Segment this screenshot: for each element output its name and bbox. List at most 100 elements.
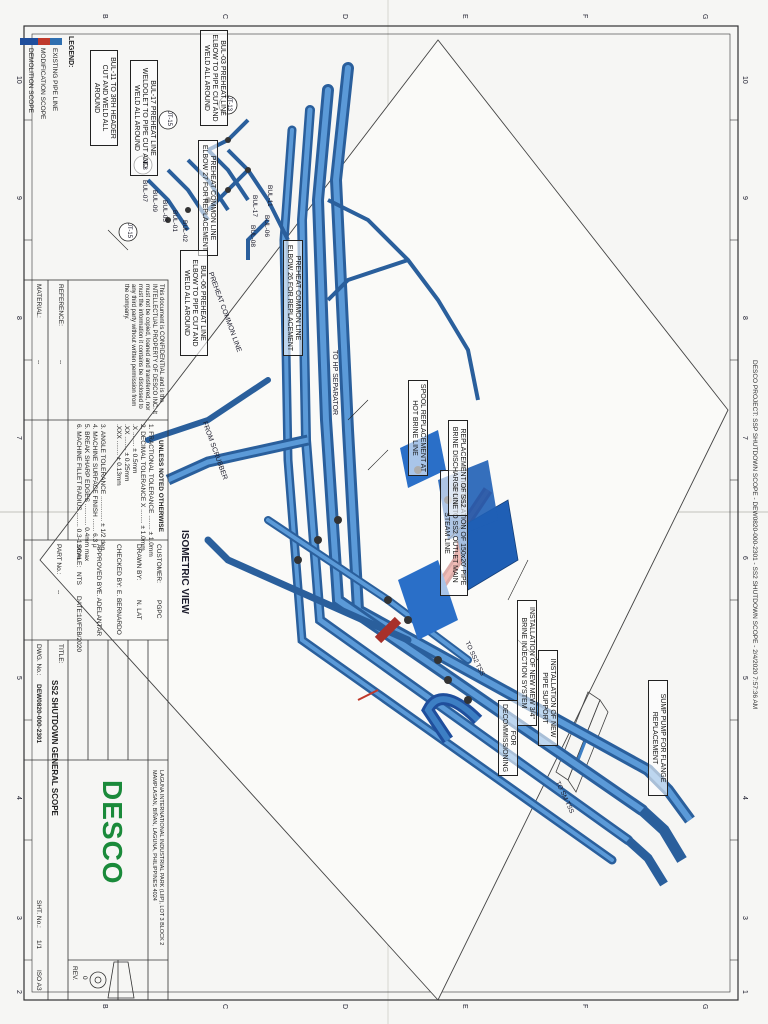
border-number: 8 [15,316,22,320]
preheat-common-line [246,198,480,401]
decommission-loop [421,693,483,744]
tolerance-title: UNLESS NOTED OTHERWISE [157,440,164,532]
border-letter: D [341,14,348,20]
checked-value: E. BERNARDO [115,590,122,635]
customer-value: PGPC [155,600,162,619]
note-preheat-elbow27: PREHEAT COMMON LINE ELBOW 27 FOR REPLACE… [198,140,218,256]
approved-value: E. ADELANTAR [95,590,102,637]
scale-value: NTS [75,572,82,585]
tolerance-line: .XX ........ ± 0.25mm [123,424,130,482]
border-number: 2 [15,990,22,994]
border-letter: D [341,1004,348,1010]
border-number: 5 [15,676,22,680]
legend-label-modification: MODIFICATION SCOPE [39,48,46,120]
manifold-valves [165,137,251,223]
note-bul11: BUL-11 TO 3RH HEADER CUT AND WELD ALL AR… [90,50,118,146]
ground-slab [39,39,729,1001]
border-number: 7 [741,436,748,440]
company-logo: DESCO [97,780,128,885]
border-letter: B [101,1004,108,1009]
tolerance-line: 5. BREAK SHARP EDGES ............ 0.4mm … [83,424,90,562]
tolerance-line: .XXX ........ ± 0.13mm [115,424,122,486]
rev-label: REV. [71,966,78,981]
note-decommissioning: FOR DECOMMISSIONING [498,700,518,776]
note-sump-pump: SUMP PUMP FOR FLANGE REPLACEMENT [648,680,668,796]
border-letter: E [461,14,468,19]
border-number: 3 [741,916,748,920]
border-number: 10 [15,76,22,84]
size-value: ISO A3 [35,970,42,991]
border-letter: G [701,1004,708,1010]
well-label: BUL-02 [181,220,188,243]
border-letter: C [221,14,228,20]
border-number: 8 [741,316,748,320]
border-number: 6 [15,556,22,560]
well-label: BUL-09 [151,190,158,213]
border-number: 4 [741,796,748,800]
approved-label: APPROVED BY: [95,544,102,593]
tolerance-line: 6. MACHINE FILLET RADIUS ........ 0.3-1.… [75,424,82,560]
border-number: 5 [741,676,748,680]
title-block-frame [23,279,169,1001]
border-letter: C [221,1004,228,1010]
well-label: BUL-17 [251,195,258,218]
checked-label: CHECKED BY: [115,544,122,588]
view-title: ISOMETRIC VIEW [179,530,190,614]
material-value: -- [35,360,42,365]
title-label: TITLE: [57,644,64,664]
material-label: MATERIAL: [35,284,42,318]
well-label: BUL-11 [266,185,273,207]
balloon-label: JT-13 [226,96,232,112]
tolerance-line: 2. DECIMAL TOLERANCE X ........ ± 1.0mm [139,424,146,551]
border-letter: B [101,14,108,19]
tolerance-line: .X ........ ± 0.5mm [131,424,138,474]
reference-value: -- [57,360,64,365]
drawn-label: DRAWN BY: [135,544,142,581]
legend-swatch-demolition [20,38,38,45]
company-address: LAGUNA INTERNATIONAL INDUSTRIAL PARK (LI… [151,770,165,946]
well-label: BUL-06 [263,215,270,238]
well-label: BUL-07 [141,180,148,203]
note-bul03: BUL-03 PREHEAT LINE ELBOW TO PIPE CUT AN… [200,30,228,126]
border-number: 6 [741,556,748,560]
rev-value: 0 [81,976,88,980]
border-letter: F [581,14,588,19]
border-number: 4 [15,796,22,800]
well-label: BUL-08 [249,225,256,248]
date-value: 10/FEB/2020 [75,614,82,652]
confidential-notice: This document is CONFIDENTIAL and is the… [123,284,164,414]
border-letter: E [461,1004,468,1009]
tolerance-line: 1. FRACTIONAL TOLERANCE ........ ± 1.0mm [147,424,154,557]
border-number: 9 [741,196,748,200]
legend-label-existing: EXISTING PIPE LINE [51,48,58,112]
sht-value: 1/1 [35,940,42,950]
border-number: 10 [741,76,748,84]
dwg-label: DWG. No.: [35,644,42,676]
note-install-mew: INSTALLATION OF NEW MEW 3/4" BRINE INJEC… [517,600,537,726]
legend-label-demolition: DEMOLITION SCOPE [27,48,34,114]
sht-label: SHT. No.: [35,900,42,928]
projection-symbol [89,961,135,999]
note-install-support: INSTALLATION OF NEW PIPE SUPPORT [538,650,558,746]
note-replace-ss2: REPLACEMENT OF SS2 BRINE DISCHARGE LINE [448,420,468,516]
border-letter: F [581,1004,588,1009]
partno-label: PART No.: [55,544,62,575]
border-number: 7 [15,436,22,440]
balloon-label: JT-15 [166,111,172,127]
legend-title: LEGEND: [67,36,74,68]
tolerance-line: 4. MACHINE SURFACE FINISH ....... 6.3 μ [91,424,98,548]
drawn-value: N. LAT [135,600,142,620]
note-preheat-elbow26: PREHEAT COMMON LINE ELBOW 26 FOR REPLACE… [283,240,303,356]
border-number: 1 [741,990,748,994]
note-bul06: BUL-06 PREHEAT LINE ELBOW TO PIPE CUT AN… [180,250,208,356]
tolerance-line: 3. ANGLE TOLERANCE .............. ± 1/2 … [99,424,106,551]
dwg-value: DEW0820-000-2301 [35,684,42,744]
well-label: BUL-03 [161,200,168,223]
reference-label: REFERENCE: [57,284,64,326]
balloon-label: JT-8 [141,158,147,170]
title-value: SS2 SHUTDOWN GENERAL SCOPE [50,680,59,816]
border-letter: G [701,14,708,20]
partno-value: -- [55,590,62,595]
